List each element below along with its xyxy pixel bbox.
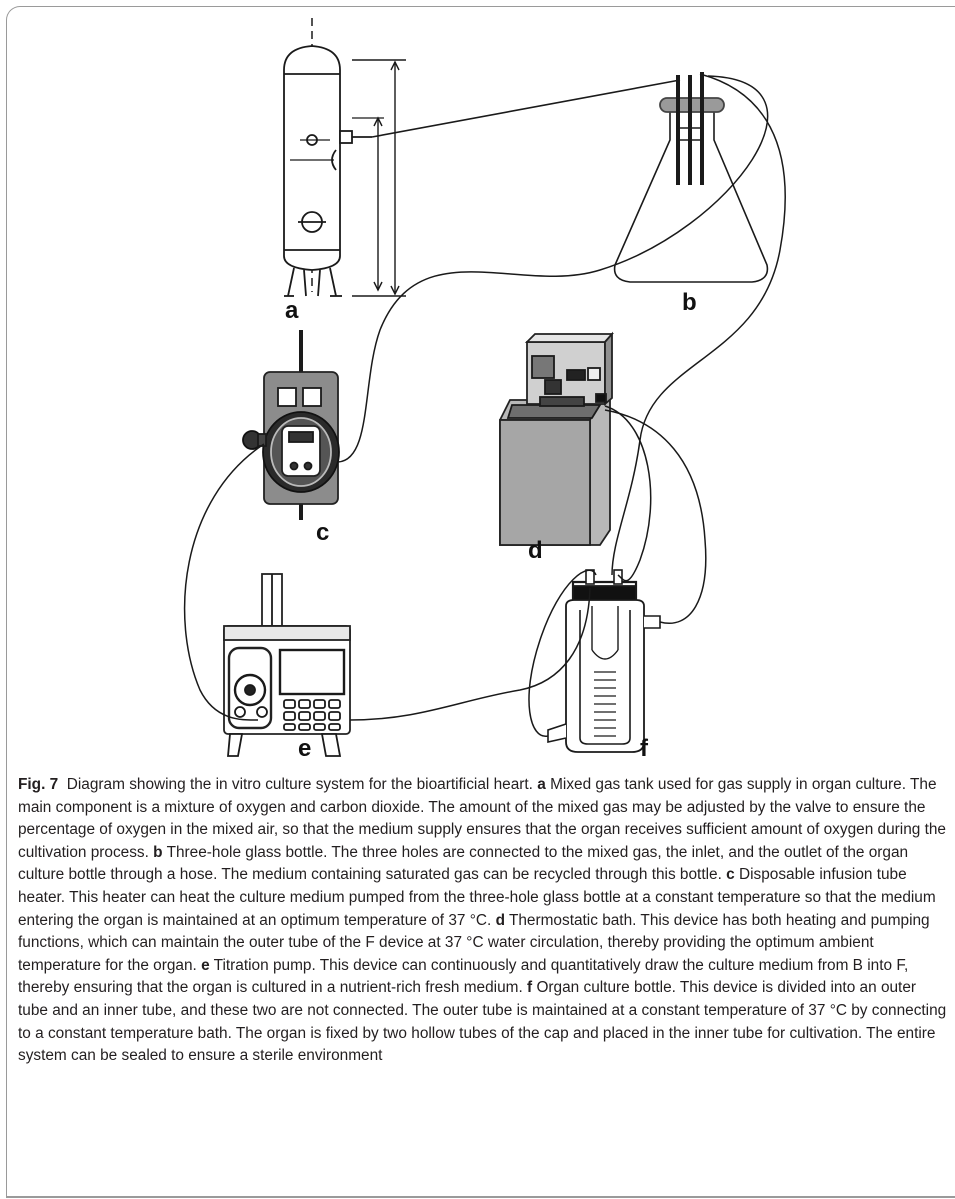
caption-key-c: c	[726, 866, 735, 884]
caption-text-c: Disposable infusion tube heater. This he…	[18, 866, 936, 929]
tubing	[183, 73, 786, 737]
caption-key-f: f	[527, 979, 533, 997]
caption-key-d: d	[495, 911, 505, 929]
caption-paragraph: Fig. 7 Diagram showing the in vitro cult…	[18, 774, 950, 1068]
caption-key-a: a	[537, 776, 546, 793]
tube-heater	[242, 330, 340, 520]
caption-key-b: b	[153, 843, 163, 861]
caption-key-e: e	[201, 956, 210, 974]
panel-label-e: e	[298, 735, 311, 762]
three-hole-bottle	[613, 72, 769, 283]
caption-text-e: Titration pump. This device can continuo…	[18, 956, 909, 997]
caption-text-b: Three-hole glass bottle. The three holes…	[18, 843, 909, 884]
caption-text-d: Thermostatic bath. This device has both …	[18, 911, 930, 974]
panel-label-d: d	[528, 537, 543, 564]
caption-text-a: Mixed gas tank used for gas supply in or…	[18, 776, 946, 861]
culture-system-diagram: a b c d e f	[183, 18, 786, 762]
panel-label-b: b	[682, 289, 697, 316]
caption-text-f: Organ culture bottle. This device is div…	[18, 979, 947, 1065]
organ-culture-bottle	[547, 569, 661, 753]
figure-frame-bottom	[6, 1196, 955, 1197]
titration-pump	[223, 573, 351, 757]
figure-frame	[6, 6, 955, 1198]
panel-label-a: a	[285, 297, 299, 324]
panel-label-f: f	[640, 735, 649, 762]
panel-label-c: c	[316, 519, 329, 546]
figure-label: Fig. 7	[18, 776, 59, 793]
caption-intro: Diagram showing the in vitro culture sys…	[66, 776, 533, 793]
gas-tank	[283, 18, 406, 297]
thermostatic-bath	[499, 331, 614, 546]
figure-caption: Fig. 7 Diagram showing the in vitro cult…	[18, 774, 950, 1068]
